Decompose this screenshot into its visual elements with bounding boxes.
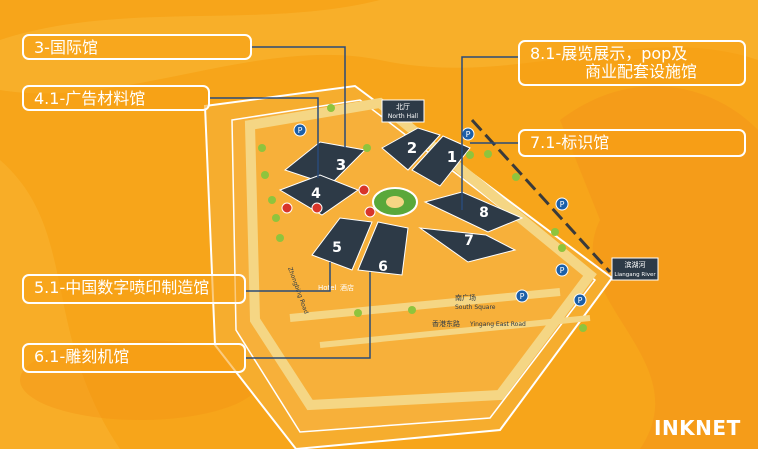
legend-hall-41: 4.1-广告材料馆: [22, 85, 210, 111]
north-hall-cn: 北厅: [396, 103, 410, 111]
north-hall-en: North Hall: [388, 113, 419, 120]
gate-markers: [258, 104, 587, 332]
swirl-top: [0, 0, 758, 94]
hotel-en: Hotel: [318, 284, 337, 292]
legend-hall-51: 5.1-中国数字喷印制造馆: [22, 274, 246, 304]
swirl-left: [0, 160, 120, 449]
south-square-en: South Square: [455, 304, 496, 311]
hall-7-shape: [418, 227, 517, 263]
legend-hall-81-line2: 商业配套设施馆: [585, 62, 698, 81]
hall-1-shape: [411, 135, 471, 187]
river-line: [470, 118, 612, 274]
svg-text:P: P: [560, 200, 565, 209]
leader-lines: [210, 46, 518, 359]
legend-hall-71: 7.1-标识馆: [518, 129, 746, 157]
hall-3-number: 3: [336, 156, 346, 174]
river-en: Liangang River: [614, 272, 656, 278]
hall-4-shape: [278, 174, 360, 216]
south-road: [289, 288, 561, 322]
parking-markers: P P P P P P: [293, 123, 587, 307]
hall-5-number: 5: [332, 240, 342, 256]
legend-hall-3-text: 3-国际馆: [34, 38, 98, 57]
north-hall-box: [381, 99, 425, 123]
legend-hall-51-text: 5.1-中国数字喷印制造馆: [34, 278, 210, 297]
hotel-cn: 酒店: [340, 283, 354, 292]
legend-hall-81: 8.1-展览展示，pop及 商业配套设施馆: [518, 40, 746, 86]
river-box: [611, 257, 659, 281]
legend-hall-3: 3-国际馆: [22, 34, 252, 60]
svg-text:P: P: [560, 266, 565, 275]
brand-logo: INKNET: [654, 416, 741, 440]
east-road-cn: 香港东路: [432, 319, 460, 328]
hall-5-shape: [311, 217, 373, 271]
restricted-markers: [281, 184, 376, 218]
hall-8-number: 8: [479, 205, 489, 221]
east-road: [319, 315, 591, 348]
svg-text:P: P: [578, 296, 583, 305]
south-square-cn: 南广场: [455, 293, 476, 302]
plaza-center: [386, 196, 404, 208]
river-cn: 滨湖河: [625, 260, 646, 269]
hall-2-number: 2: [407, 139, 417, 157]
ring-road: [244, 97, 597, 411]
hall-1-number: 1: [447, 148, 457, 166]
legend-hall-81-line1: 8.1-展览展示，pop及: [530, 44, 688, 63]
svg-text:P: P: [520, 292, 525, 301]
east-road-en: Yingang East Road: [469, 321, 526, 328]
legend-hall-61: 6.1-雕刻机馆: [22, 343, 246, 373]
hall-2-shape: [381, 127, 441, 171]
legend-hall-71-text: 7.1-标识馆: [530, 133, 610, 152]
svg-text:P: P: [298, 126, 303, 135]
swirl-right: [560, 86, 758, 449]
hall-7-number: 7: [464, 233, 474, 249]
hall-6-number: 6: [378, 259, 388, 275]
hall-4-number: 4: [311, 186, 321, 202]
svg-text:P: P: [466, 130, 471, 139]
legend-hall-61-text: 6.1-雕刻机馆: [34, 347, 130, 366]
hall-8-shape: [423, 191, 524, 233]
legend-hall-41-text: 4.1-广告材料馆: [34, 89, 146, 108]
hall-6-shape: [357, 221, 409, 276]
